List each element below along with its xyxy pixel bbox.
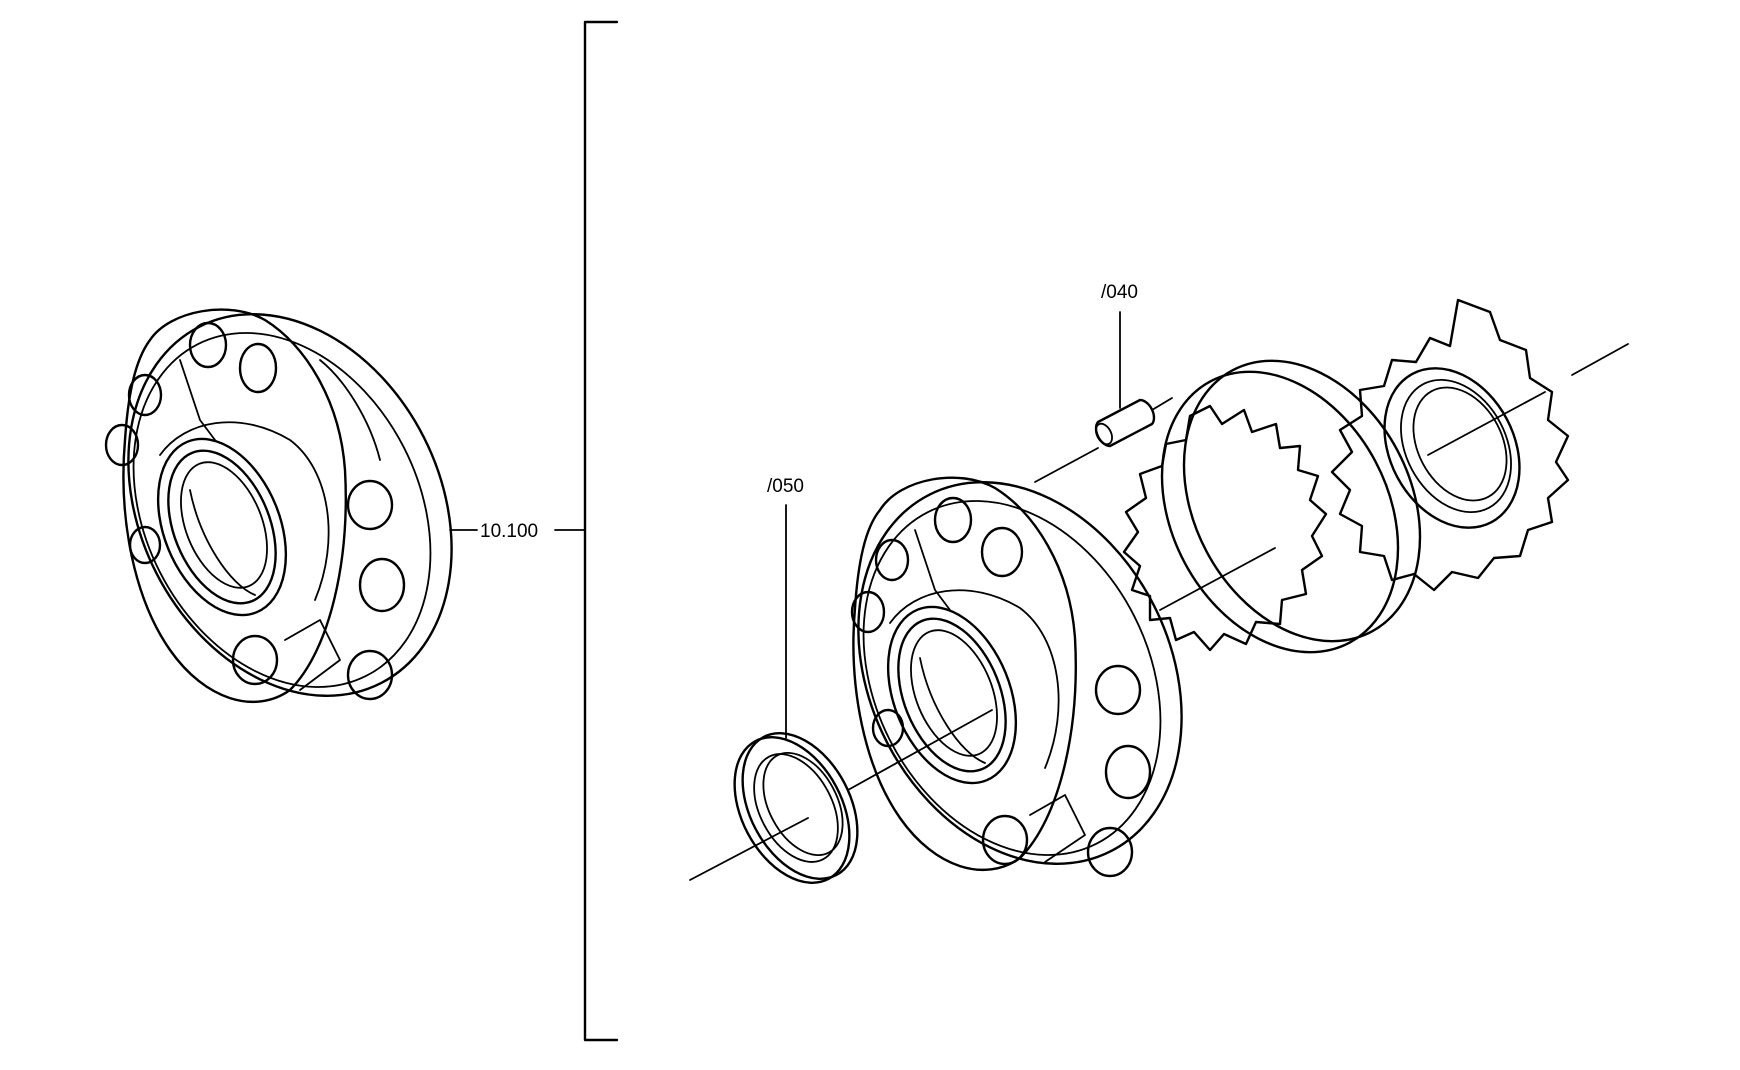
bolt-lug-group (850, 496, 1152, 878)
assembled-housing (104, 308, 453, 704)
callout-label-pin: /040 (1101, 282, 1138, 303)
internal-gear-ring (1122, 359, 1422, 654)
seal-ring (733, 732, 859, 884)
bolt-lug-group (104, 321, 406, 701)
callout-10-100: 10.100 (449, 521, 586, 542)
dowel-pin (1094, 398, 1156, 448)
axis-centerlines (689, 343, 1629, 881)
callout-label-seal: /050 (767, 476, 804, 497)
callout-label-assembly: 10.100 (480, 521, 538, 542)
pinion-gear (1330, 298, 1570, 592)
callout-040: /040 (1101, 282, 1138, 409)
pump-housing (850, 476, 1183, 878)
assembly-bracket (583, 20, 619, 1042)
callout-050: /050 (767, 476, 804, 739)
